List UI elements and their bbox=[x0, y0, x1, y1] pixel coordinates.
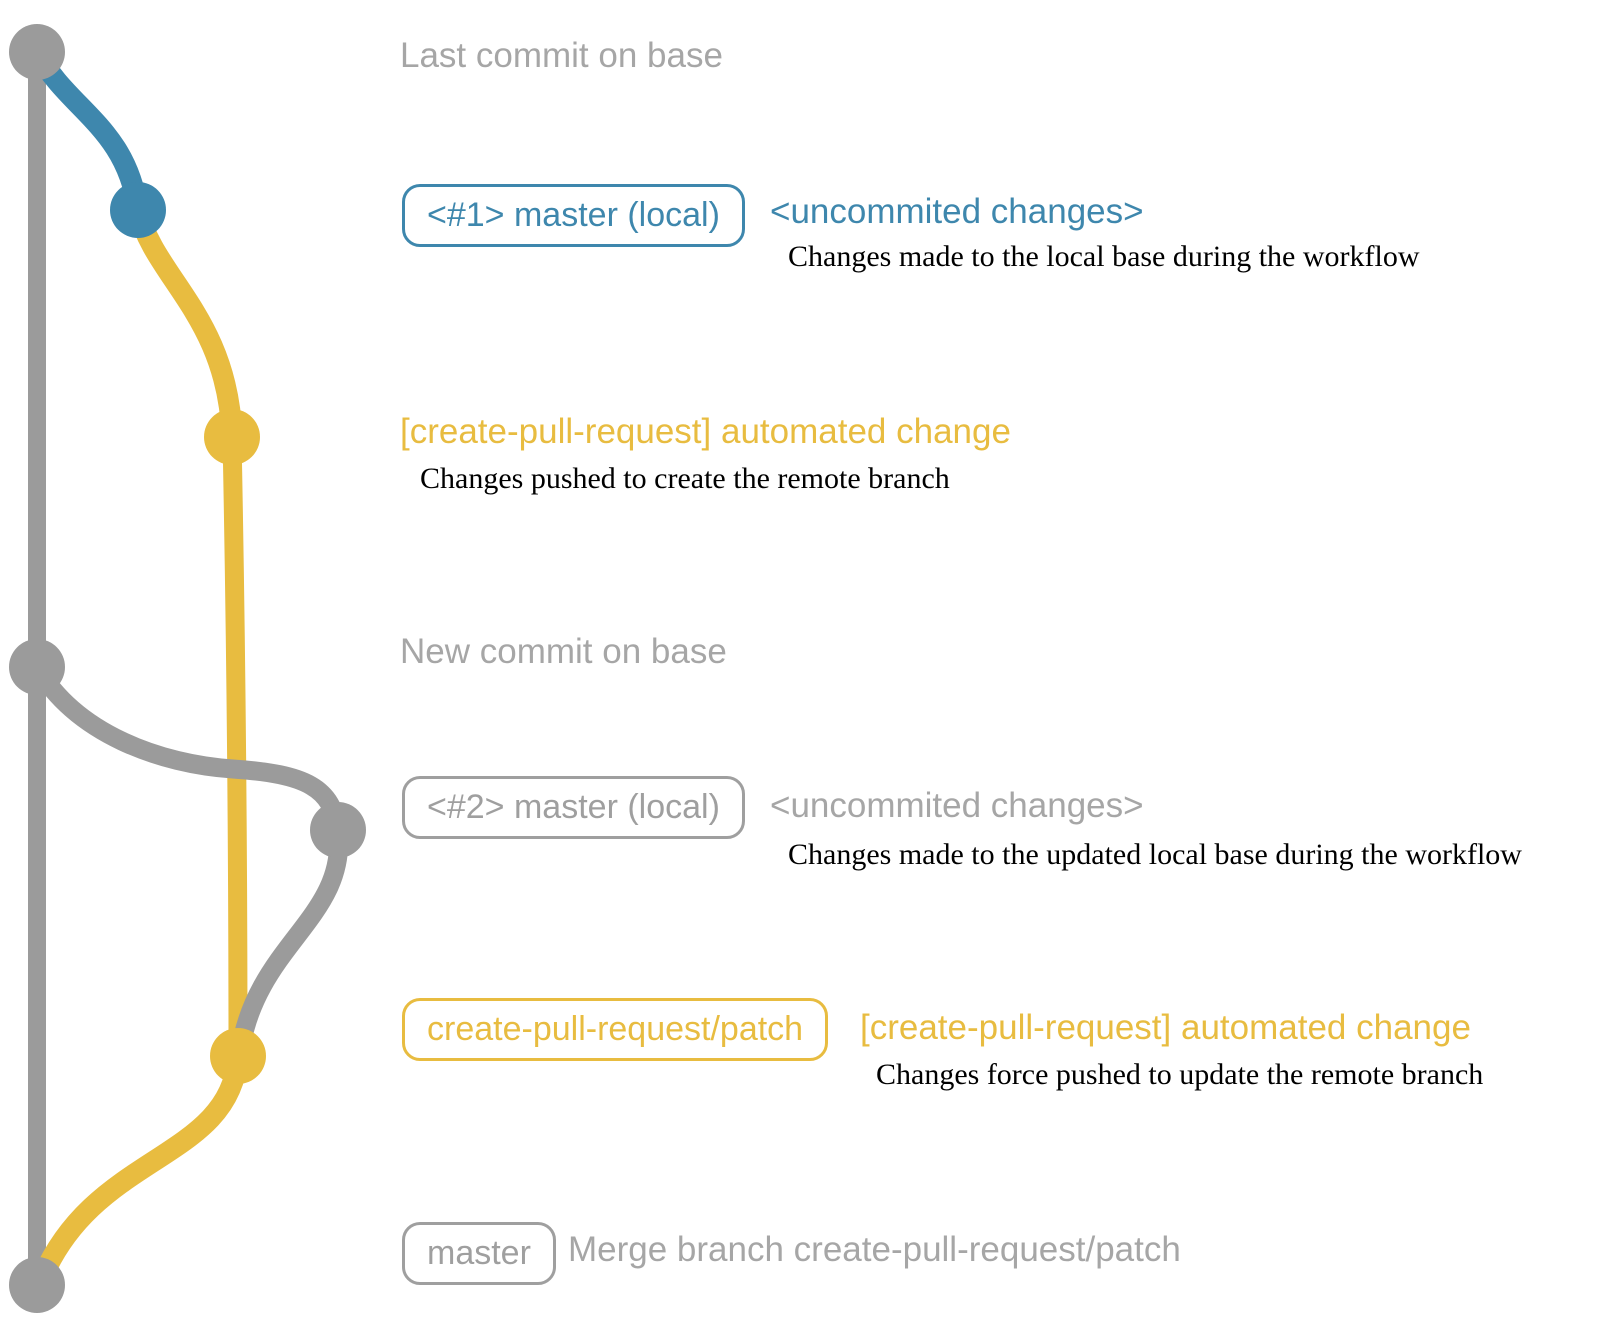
local-1-note: <uncommited changes> bbox=[770, 192, 1144, 231]
commit-node-merge bbox=[9, 1257, 65, 1313]
updated-local-curve bbox=[27, 657, 348, 840]
merge-note: Merge branch create-pull-request/patch bbox=[568, 1230, 1181, 1269]
new-commit-heading: New commit on base bbox=[400, 632, 727, 671]
commit-node-remote-2 bbox=[210, 1028, 266, 1084]
force-push-curve bbox=[230, 820, 349, 1062]
merge-curve bbox=[29, 1045, 249, 1294]
remote-branch-curve bbox=[127, 199, 243, 448]
commit-node-last-base bbox=[9, 24, 65, 80]
remote-branch-line bbox=[222, 427, 248, 1066]
local-2-branch-badge: <#2> master (local) bbox=[402, 776, 745, 839]
last-commit-heading: Last commit on base bbox=[400, 36, 723, 75]
local-2-note: <uncommited changes> bbox=[770, 786, 1144, 825]
remote-branch-badge: create-pull-request/patch bbox=[402, 998, 829, 1061]
local-1-description: Changes made to the local base during th… bbox=[788, 240, 1420, 273]
commit-node-new-base bbox=[9, 639, 65, 695]
commit-node-remote-1 bbox=[204, 409, 260, 465]
push-1-description: Changes pushed to create the remote bran… bbox=[420, 462, 950, 495]
master-branch-badge: master bbox=[402, 1222, 556, 1285]
commit-node-local-2 bbox=[310, 802, 366, 858]
push-1-heading: [create-pull-request] automated change bbox=[400, 412, 1011, 451]
local-change-curve bbox=[26, 41, 149, 221]
push-2-description: Changes force pushed to update the remot… bbox=[876, 1058, 1484, 1091]
push-2-note: [create-pull-request] automated change bbox=[860, 1008, 1471, 1047]
local-2-description: Changes made to the updated local base d… bbox=[788, 838, 1522, 871]
commit-node-local-1 bbox=[110, 182, 166, 238]
local-1-branch-badge: <#1> master (local) bbox=[402, 184, 745, 247]
